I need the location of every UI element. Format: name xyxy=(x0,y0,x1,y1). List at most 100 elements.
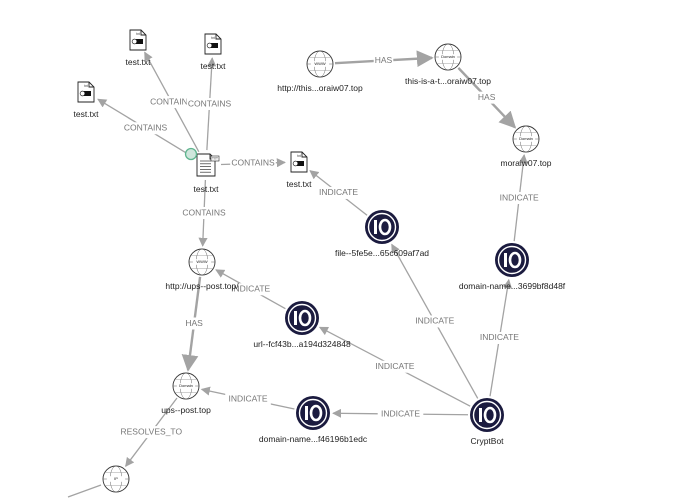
edge-label-background xyxy=(225,393,271,406)
edge-url2-dom3[interactable]: HAS xyxy=(181,276,204,372)
globe-ip-icon: IP xyxy=(102,465,130,493)
node-label: this-is-a-t...oraiw07.top xyxy=(405,76,491,86)
node-label: CryptBot xyxy=(470,436,504,446)
edge-label: INDICATE xyxy=(500,192,539,202)
node-url2[interactable]: WWW http://ups--post.top/ xyxy=(165,248,239,291)
file-type-label: TXT xyxy=(212,156,218,160)
node-icon-text: Domain xyxy=(179,383,193,388)
edge-label-background xyxy=(496,192,542,205)
edge-file_main-file3[interactable]: CONTAINS xyxy=(97,98,194,158)
node-dom3[interactable]: Domain ups--post.top xyxy=(161,372,211,415)
edge-label: HAS xyxy=(478,92,496,102)
node-file4[interactable]: txt test.txt xyxy=(286,151,312,189)
edge-label: INDICATE xyxy=(231,284,270,294)
node-dom1[interactable]: Domain this-is-a-t...oraiw07.top xyxy=(405,43,491,86)
edge-label: HAS xyxy=(375,55,393,65)
edge-dom1-dom2[interactable]: HAS xyxy=(457,67,517,129)
nodes-layer: txttest.txttxttest.txttxttest.txtTXTtest… xyxy=(73,29,566,493)
node-ip1[interactable]: IP xyxy=(102,465,130,493)
indicator-icon xyxy=(296,396,330,430)
edge-label-background xyxy=(230,157,276,170)
edge-label: INDICATE xyxy=(381,408,420,418)
file-type-label: txt xyxy=(136,32,139,36)
edge-label: CONTAINS xyxy=(124,122,168,132)
edge-label: CONTAINS xyxy=(231,158,275,168)
node-label: http://ups--post.top/ xyxy=(165,281,239,291)
edge-label-background xyxy=(186,98,233,111)
edge-dom3-ip1[interactable]: RESOLVES_TO xyxy=(120,397,183,467)
edge-ind2-dom2[interactable]: INDICATE xyxy=(496,153,542,242)
edge-ind3-url2[interactable]: INDICATE xyxy=(215,269,286,310)
node-label: moraiw07.top xyxy=(500,158,551,168)
file-type-label: txt xyxy=(84,84,87,88)
file-type-label: txt xyxy=(211,36,214,40)
file-icon: txt xyxy=(129,29,147,51)
edge-crypt-ind3[interactable]: INDICATE xyxy=(318,326,471,407)
edge-crypt-ind4[interactable]: INDICATE xyxy=(332,408,469,421)
edge-crypt-ind2[interactable]: INDICATE xyxy=(476,278,523,397)
globe-domain-icon: Domain xyxy=(434,43,462,71)
node-label: ups--post.top xyxy=(161,405,211,415)
edge-label: CONTAINS xyxy=(188,98,232,108)
edge-file_main-file2[interactable]: CONTAINS xyxy=(186,57,233,151)
node-ind1[interactable]: file--5fe5e...65c609af7ad xyxy=(335,210,429,258)
edge-ind4-dom3[interactable]: INDICATE xyxy=(200,386,295,410)
node-label: test.txt xyxy=(73,109,99,119)
indicator-icon xyxy=(365,210,399,244)
file-type-label: txt xyxy=(297,154,300,158)
edge-file_main-url2[interactable]: CONTAINS xyxy=(181,179,227,247)
edge-label: INDICATE xyxy=(480,332,519,342)
file-icon: txt xyxy=(204,33,222,55)
node-ind2[interactable]: domain-name...3699bf8d48f xyxy=(459,243,566,291)
node-label: file--5fe5e...65c609af7ad xyxy=(335,248,429,258)
offscreen-edge xyxy=(67,484,102,498)
edge-label-background xyxy=(122,122,169,135)
file-icon: txt xyxy=(77,81,95,103)
edge-file_main-file4[interactable]: CONTAINS xyxy=(220,157,286,170)
edge-label-background xyxy=(476,91,497,104)
file-icon: txt xyxy=(290,151,308,173)
node-label: test.txt xyxy=(286,179,312,189)
edge-file_main-file1[interactable]: CONTAINS xyxy=(144,51,200,153)
node-icon-text: IP xyxy=(114,476,118,481)
edge-ind1-file4[interactable]: INDICATE xyxy=(309,170,368,216)
node-icon-text: Domain xyxy=(519,136,533,141)
edge-label: RESOLVES_TO xyxy=(121,426,183,436)
selection-handle[interactable] xyxy=(184,147,198,161)
edge-label-background xyxy=(372,360,418,373)
node-label: url--fcf43b...a194d324848 xyxy=(253,339,351,349)
node-ind4[interactable]: domain-name...f46196b1edc xyxy=(259,396,368,444)
edge-label: INDICATE xyxy=(415,316,454,326)
edge-label: CONTAINS xyxy=(150,96,194,106)
node-file3[interactable]: txt test.txt xyxy=(73,81,99,119)
edge-url1-dom1[interactable]: HAS xyxy=(334,50,434,68)
edge-label-background xyxy=(377,408,424,421)
edge-label: INDICATE xyxy=(229,393,268,403)
indicator-icon xyxy=(285,301,319,335)
globe-domain-icon: Domain xyxy=(172,372,200,400)
edge-label: HAS xyxy=(185,318,203,328)
edge-crypt-ind1[interactable]: INDICATE xyxy=(391,243,479,399)
edge-label-background xyxy=(148,96,195,109)
node-crypt[interactable]: CryptBot xyxy=(470,398,504,446)
node-dom2[interactable]: Domain moraiw07.top xyxy=(500,125,552,168)
node-label: domain-name...f46196b1edc xyxy=(259,434,368,444)
edge-label: CONTAINS xyxy=(182,207,226,217)
node-icon-text: WWW xyxy=(314,61,326,66)
node-icon-text: WWW xyxy=(196,259,208,264)
edge-label-background xyxy=(315,186,362,199)
edge-label-background xyxy=(227,283,274,296)
node-label: domain-name...3699bf8d48f xyxy=(459,281,566,291)
edge-label-background xyxy=(181,207,227,220)
document-icon: TXT xyxy=(196,153,220,177)
node-icon-text: Domain xyxy=(441,54,455,59)
edge-label: INDICATE xyxy=(375,361,414,371)
edge-label: INDICATE xyxy=(319,187,358,197)
node-ind3[interactable]: url--fcf43b...a194d324848 xyxy=(253,301,351,349)
edge-label-background xyxy=(120,426,182,439)
